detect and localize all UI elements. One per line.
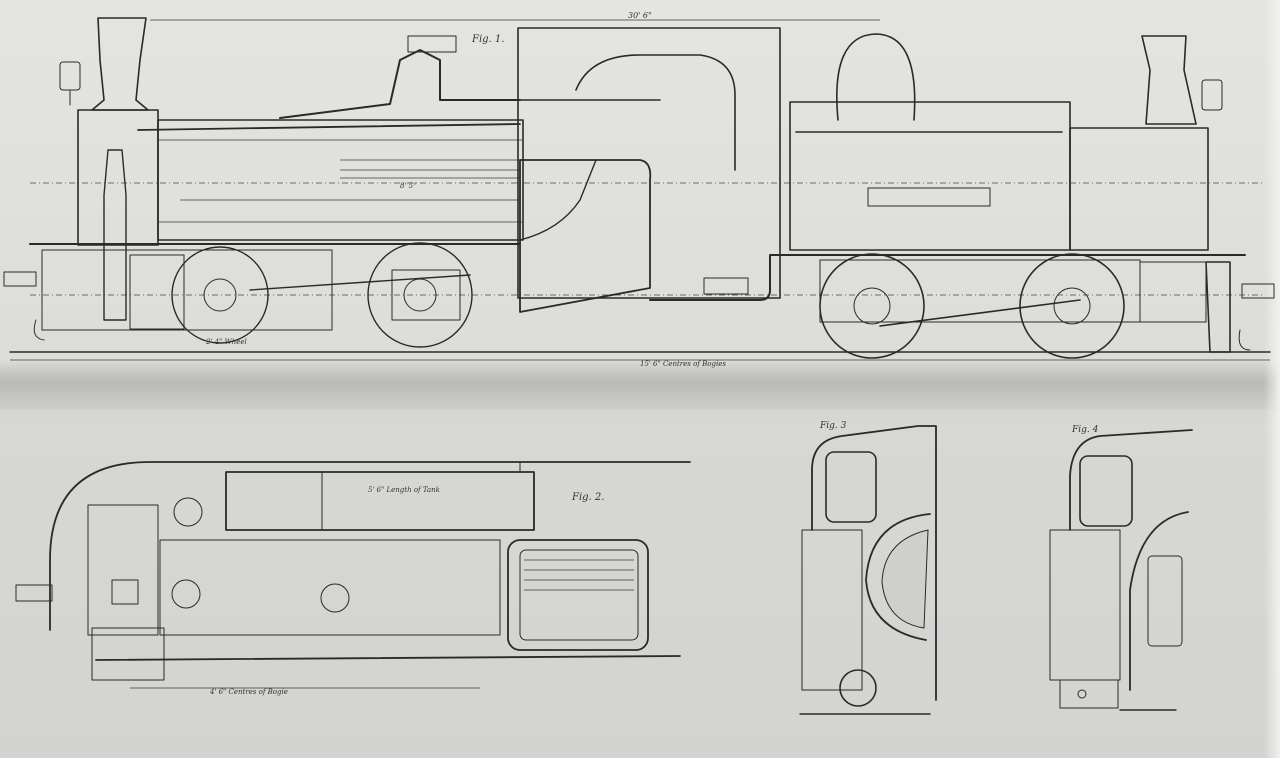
fig2-side-tank <box>225 471 535 531</box>
right-buffer <box>1241 283 1275 299</box>
boiler-tube-rows <box>180 159 520 201</box>
left-cylinder <box>129 254 185 330</box>
wheel-diameter-label: 2' 4" Wheel <box>205 338 247 346</box>
left-boiler-barrel <box>157 119 524 241</box>
right-wheel-1 <box>819 253 925 359</box>
fig4-buffer-beam <box>1059 679 1119 709</box>
left-bogie-frame <box>41 249 333 331</box>
right-wheel-2-hub <box>1053 287 1091 325</box>
right-smokebox <box>1069 127 1209 251</box>
fig2-frame-line <box>95 655 681 661</box>
fig4-end-view: Fig. 4 <box>1049 425 1193 711</box>
tank-length-label: 5' 6" Length of Tank <box>368 486 440 494</box>
left-coupling-hook <box>33 319 45 341</box>
fig4-label: Fig. 4 <box>1071 425 1099 435</box>
right-nameplate <box>867 187 991 207</box>
fig2-plan-section: Fig. 2. 5' 6" Length of Tank 4' 6" Centr… <box>15 461 691 696</box>
fig4-bolt <box>1077 689 1087 699</box>
right-cylinder <box>1139 261 1207 323</box>
fig2-buffer <box>15 584 53 602</box>
fig3-end-view: Fig. 3 <box>799 421 937 715</box>
bogie-centres-label: 15' 6" Centres of Bogies <box>640 360 726 368</box>
right-wheel-2 <box>1019 253 1125 359</box>
fig1-label: Fig. 1. <box>471 34 504 45</box>
page-edge <box>1264 0 1280 758</box>
fig2-outer-curve <box>49 461 691 631</box>
right-boiler-barrel <box>789 101 1071 251</box>
fig3-pressure-gauge <box>839 669 877 707</box>
left-steam-pipe <box>103 149 127 321</box>
cab-spectacle-arch <box>575 54 736 171</box>
barrel-length-label: 8' 5" <box>400 182 416 190</box>
firebox-curve <box>519 159 597 241</box>
left-lamp <box>59 61 81 91</box>
left-wheel-1-hub <box>203 278 237 312</box>
fig4-side-tank <box>1049 529 1121 681</box>
right-footplate <box>649 254 1246 301</box>
fig3-firebox-arc <box>865 513 931 641</box>
fig4-cab-outline <box>1069 429 1193 531</box>
left-connecting-rod <box>249 274 471 291</box>
bogie-centres-plan-label: 4' 6" Centres of Bogie <box>209 688 288 696</box>
fig2-regulator <box>111 579 139 605</box>
right-buffer-beam <box>1205 261 1231 353</box>
right-coupling-hook <box>1238 329 1251 351</box>
fig2-label: Fig. 2. <box>571 492 604 503</box>
fig3-label: Fig. 3 <box>819 421 847 431</box>
fig4-backhead <box>1147 555 1183 647</box>
right-coupling-rod <box>879 299 1081 327</box>
fig2-valve-circle <box>320 583 350 613</box>
fig3-cab-outline <box>811 425 937 701</box>
fig2-firebox <box>507 539 649 651</box>
fig1-side-elevation: Fig. 1. 30' 6" 2' 4" Wheel 15' 6" Centre… <box>3 11 1275 368</box>
fig2-motion-frame <box>159 539 501 636</box>
fig2-grate-bars <box>524 559 634 591</box>
fig2-grate <box>519 549 639 641</box>
fig4-boiler-arc <box>1129 511 1189 691</box>
fig3-firebox-fill <box>881 529 929 629</box>
right-lamp <box>1201 79 1223 111</box>
right-steam-dome <box>836 33 916 121</box>
cab-outline <box>517 27 781 299</box>
firebox-left <box>519 159 652 313</box>
fig2-buffer-beam <box>91 627 165 681</box>
fig2-smokebox-section <box>87 504 159 636</box>
right-chimney <box>1141 35 1197 125</box>
left-buffer <box>3 271 37 287</box>
fig3-side-tank <box>801 529 863 691</box>
left-wheel-2 <box>367 242 473 348</box>
fig4-cab-window <box>1079 455 1133 527</box>
overall-length-dimension: 30' 6" <box>628 11 652 20</box>
fig2-dome-circle <box>173 497 203 527</box>
fig3-cab-window <box>825 451 877 523</box>
left-handrail <box>137 123 521 131</box>
left-wheel-1 <box>171 246 269 344</box>
left-valve-chest <box>391 269 461 321</box>
right-wheel-1-hub <box>853 287 891 325</box>
left-chimney <box>91 17 149 111</box>
cab-step <box>703 277 749 295</box>
page-fold-shadow <box>0 362 1280 410</box>
left-wheel-2-hub <box>403 278 437 312</box>
fig2-cylinder-circle <box>171 579 201 609</box>
left-dome-valve <box>407 35 457 53</box>
left-steam-dome-pipe <box>279 49 521 119</box>
